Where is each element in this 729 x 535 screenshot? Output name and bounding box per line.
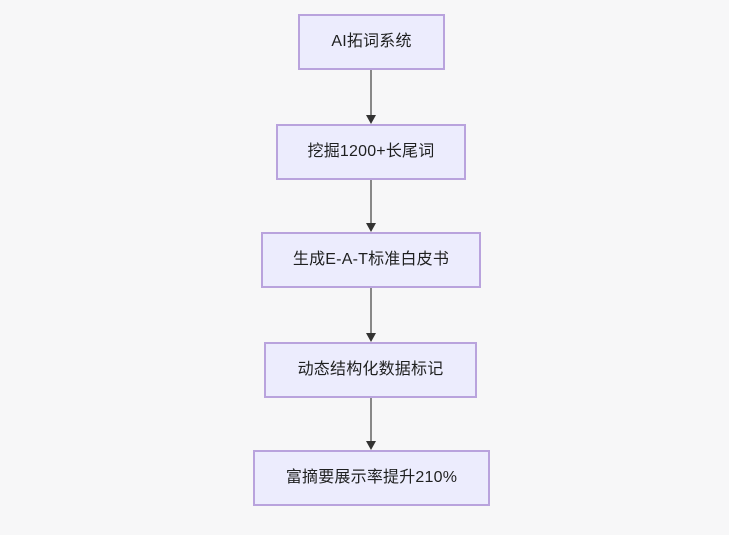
connector-line [370, 398, 372, 442]
connector-line [370, 70, 372, 116]
flow-connector-3-to-4 [364, 288, 378, 342]
flow-node-2[interactable]: 挖掘1200+长尾词 [276, 124, 466, 180]
flow-node-5[interactable]: 富摘要展示率提升210% [253, 450, 490, 506]
flow-node-1-label: AI拓词系统 [331, 33, 412, 51]
flow-node-1[interactable]: AI拓词系统 [298, 14, 445, 70]
arrow-down-icon [366, 223, 376, 232]
flow-node-4-label: 动态结构化数据标记 [297, 361, 444, 379]
flow-connector-4-to-5 [364, 398, 378, 450]
flow-node-3[interactable]: 生成E-A-T标准白皮书 [261, 232, 481, 288]
arrow-down-icon [366, 441, 376, 450]
flow-connector-2-to-3 [364, 180, 378, 232]
connector-line [370, 180, 372, 224]
arrow-down-icon [366, 333, 376, 342]
flow-node-5-label: 富摘要展示率提升210% [285, 469, 458, 487]
arrow-down-icon [366, 115, 376, 124]
flow-node-2-label: 挖掘1200+长尾词 [307, 143, 435, 161]
flow-node-4[interactable]: 动态结构化数据标记 [264, 342, 477, 398]
flow-node-3-label: 生成E-A-T标准白皮书 [292, 251, 450, 269]
connector-line [370, 288, 372, 334]
flow-connector-1-to-2 [364, 70, 378, 124]
